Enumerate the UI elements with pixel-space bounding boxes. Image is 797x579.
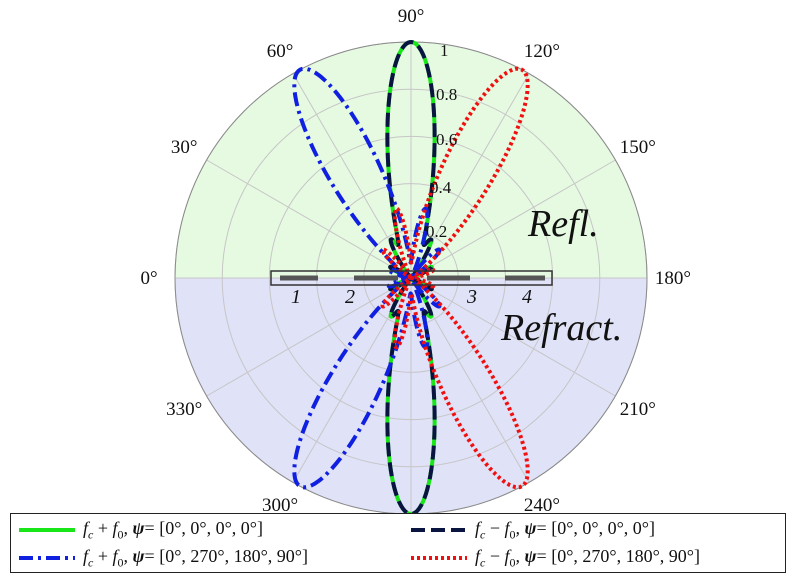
antenna-element-label: 1	[291, 286, 301, 308]
reflection-label: Refl.	[527, 203, 599, 245]
angle-tick-label: 120°	[524, 41, 560, 62]
legend-entry-1: fc + f0, ψ= [0°, 0°, 0°, 0°]	[17, 516, 263, 544]
angular-gridline	[410, 277, 616, 397]
legend-entry-3: fc + f0, ψ= [0°, 270°, 180°, 90°]	[17, 544, 308, 572]
angular-gridline	[206, 159, 412, 279]
radial-tick-label: 1	[440, 41, 449, 60]
legend-label: fc − f0, ψ= [0°, 270°, 180°, 90°]	[475, 545, 700, 570]
angle-tick-label: 150°	[620, 137, 656, 158]
radial-tick-label: 0.4	[430, 178, 452, 197]
legend-label: fc + f0, ψ= [0°, 0°, 0°, 0°]	[83, 517, 263, 542]
legend-swatch	[411, 556, 467, 560]
legend-entry-2: fc − f0, ψ= [0°, 0°, 0°, 0°]	[409, 516, 655, 544]
angle-tick-label: 330°	[166, 399, 202, 420]
angle-tick-label: 240°	[524, 495, 560, 516]
antenna-element-label: 3	[466, 286, 477, 308]
angle-tick-label: 180°	[655, 268, 691, 289]
angle-tick-label: 300°	[262, 495, 298, 516]
antenna-element-label: 2	[345, 286, 355, 308]
series-line-4	[380, 66, 530, 490]
angular-gridline	[410, 159, 616, 279]
angle-tick-label: 60°	[267, 41, 294, 62]
angle-tick-label: 210°	[620, 399, 656, 420]
antenna-array-box	[270, 270, 553, 286]
radial-tick-label: 0.2	[426, 222, 447, 241]
angular-gridline	[206, 277, 412, 397]
refraction-label: Refract.	[500, 307, 622, 349]
legend-entry-4: fc − f0, ψ= [0°, 270°, 180°, 90°]	[409, 544, 700, 572]
angle-tick-label: 30°	[171, 137, 198, 158]
angle-tick-label: 90°	[398, 6, 425, 27]
legend-swatch	[19, 528, 75, 532]
legend-label: fc + f0, ψ= [0°, 270°, 180°, 90°]	[83, 545, 308, 570]
radial-tick-label: 0.8	[436, 85, 457, 104]
legend-swatch	[19, 556, 75, 560]
legend-swatch	[411, 528, 467, 532]
angle-tick-label: 0°	[140, 268, 157, 289]
radial-tick-label: 0.6	[436, 130, 457, 149]
legend-label: fc − f0, ψ= [0°, 0°, 0°, 0°]	[475, 517, 655, 542]
antenna-element-label: 4	[522, 286, 532, 308]
chart-legend: fc + f0, ψ= [0°, 0°, 0°, 0°] fc − f0, ψ= …	[10, 513, 786, 573]
